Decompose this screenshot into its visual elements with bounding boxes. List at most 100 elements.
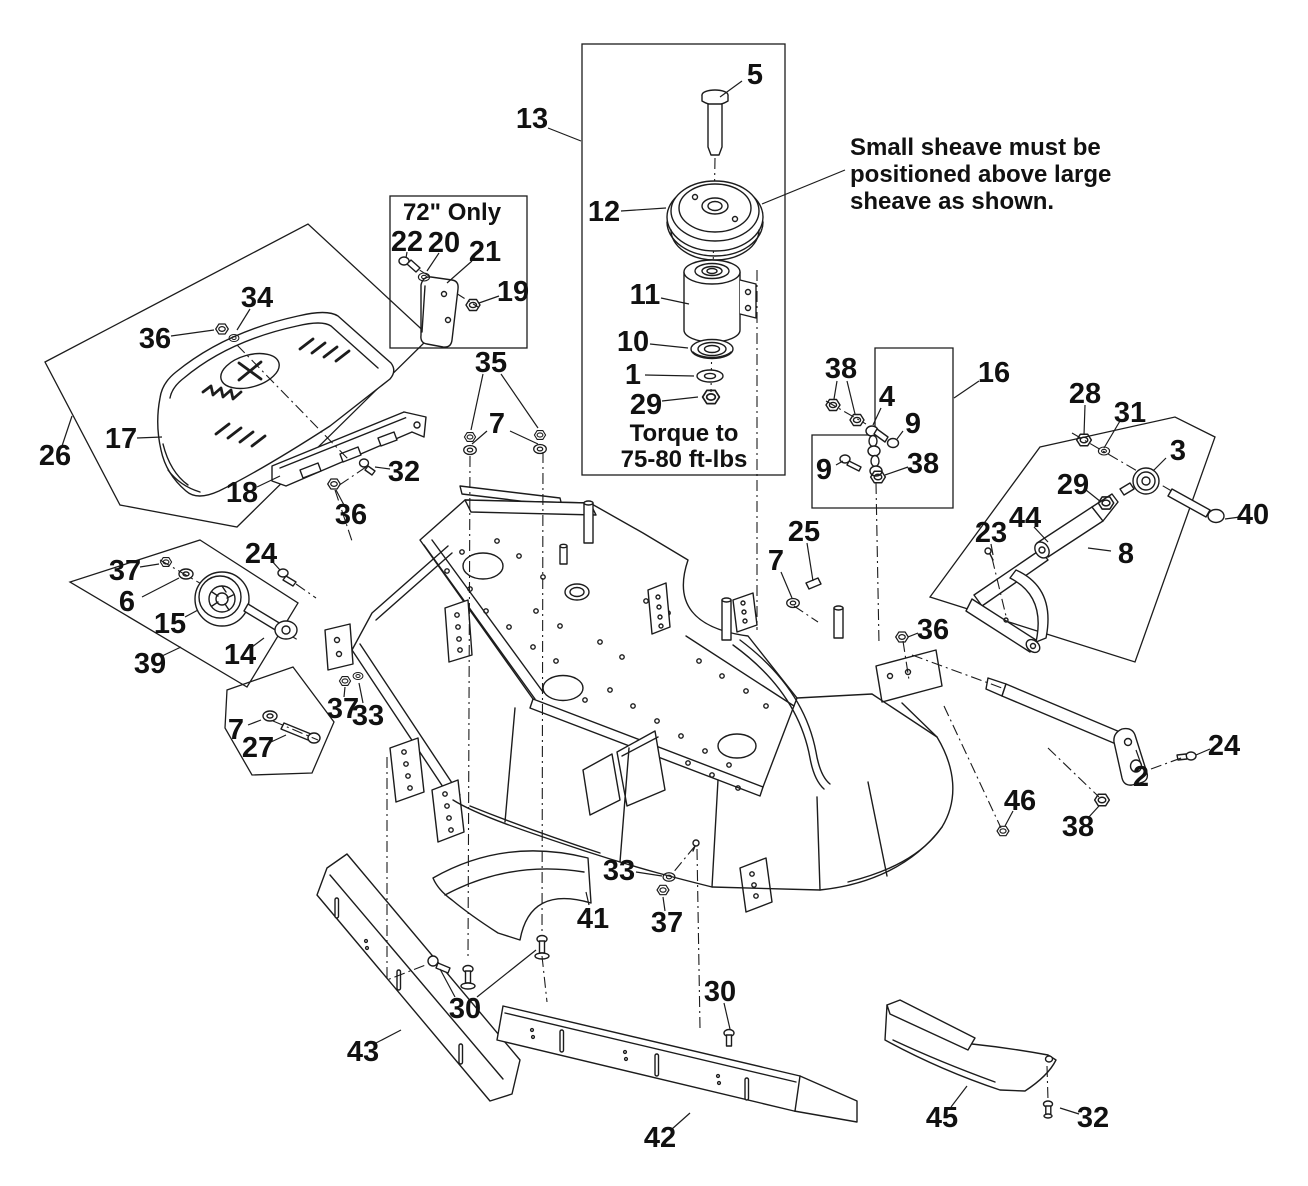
callout-9: 9: [816, 454, 832, 486]
sheave-note-line-1: Small sheave must be: [850, 134, 1101, 161]
leader-line: [907, 632, 919, 638]
discharge-chute: [432, 850, 592, 941]
leader-line: [405, 251, 408, 259]
leader-line: [953, 380, 980, 399]
leader-line: [635, 871, 663, 877]
callout-19: 19: [497, 276, 529, 308]
callout-11: 11: [630, 279, 661, 311]
leader-line: [251, 637, 265, 648]
vent-slats: [298, 337, 351, 363]
leader-line: [835, 460, 844, 466]
leader-line: [335, 489, 345, 506]
leader-line: [471, 430, 488, 445]
leader-line: [1083, 404, 1086, 436]
brand-word: [201, 384, 243, 401]
leader-line: [426, 252, 440, 272]
callout-28: 28: [1069, 378, 1101, 410]
callout-4: 4: [879, 381, 895, 413]
bearing: [690, 338, 734, 360]
vent-slats: [214, 422, 267, 448]
leader-line: [872, 407, 882, 426]
callout-7: 7: [228, 714, 244, 746]
callout-25: 25: [788, 516, 820, 548]
leader-line: [833, 380, 838, 400]
callout-38: 38: [1062, 811, 1094, 843]
leader-line: [509, 430, 539, 445]
idler-arm: [965, 467, 1160, 786]
trim-cover: [884, 999, 1057, 1092]
callout-22: 22: [391, 226, 423, 258]
leader-line: [662, 896, 666, 912]
leader-line: [446, 260, 473, 284]
spindle-housing: [683, 259, 757, 343]
detail-box-13: [581, 43, 786, 476]
leader-line: [141, 577, 180, 598]
leader-line: [896, 430, 904, 440]
region-39: [68, 539, 299, 688]
leader-line: [585, 891, 590, 906]
leader-line: [270, 734, 287, 743]
callout-7: 7: [489, 408, 505, 440]
construction-lines-over: [236, 270, 1185, 1101]
callout-37: 37: [327, 693, 359, 725]
leader-line: [780, 571, 793, 599]
leader-line: [846, 380, 856, 415]
leader-line: [1224, 516, 1241, 520]
leader-line: [1004, 810, 1014, 827]
leader-line: [1033, 526, 1049, 543]
callout-5: 5: [747, 59, 763, 91]
cover-support: [271, 411, 427, 487]
leader-line: [236, 308, 251, 331]
baffles: [316, 853, 858, 1123]
spindle-assembly: [666, 89, 764, 383]
leader-line: [184, 609, 199, 618]
x-logo-icon: [237, 360, 263, 382]
leader-line: [1059, 1107, 1080, 1115]
callout-12: 12: [588, 196, 620, 228]
region-outlines: [44, 43, 1216, 776]
callout-23: 23: [975, 517, 1007, 549]
callout-14: 14: [224, 639, 256, 671]
callout-37: 37: [651, 907, 683, 939]
leader-line: [374, 466, 391, 470]
leader-line: [61, 415, 73, 447]
screw: [427, 955, 439, 967]
callout-30: 30: [704, 976, 736, 1008]
leader-line: [1087, 547, 1112, 552]
leader-line: [1135, 749, 1142, 765]
torque-note-line-1: Torque to: [630, 420, 739, 447]
leader-line: [139, 563, 160, 568]
deck-top-plate: [419, 499, 798, 788]
callout-37: 37: [109, 555, 141, 587]
leader-line: [1103, 420, 1121, 449]
callout-8: 8: [1118, 538, 1134, 570]
leader-line: [723, 1002, 731, 1030]
callout-2: 2: [1133, 761, 1149, 793]
callout-24: 24: [1208, 730, 1240, 762]
notes-layer: 72" Only Small sheave must bepositioned …: [403, 134, 1111, 473]
callout-18: 18: [226, 477, 258, 509]
callout-33: 33: [603, 855, 635, 887]
leader-line: [270, 559, 281, 571]
callout-24: 24: [245, 538, 277, 570]
callout-32: 32: [388, 456, 420, 488]
bolt: [277, 568, 289, 578]
sheave-note-line-2: positioned above large: [850, 161, 1111, 188]
callout-17: 17: [105, 423, 137, 455]
callout-45: 45: [926, 1102, 958, 1134]
region-26: [44, 223, 431, 528]
callout-3: 3: [1170, 435, 1186, 467]
callout-20: 20: [428, 227, 460, 259]
callout-39: 39: [134, 648, 166, 680]
callout-9: 9: [905, 408, 921, 440]
caster-wheel: [194, 571, 298, 640]
leader-line: [806, 542, 814, 582]
leader-line: [375, 1029, 402, 1044]
mount-plate: [420, 276, 459, 348]
bolt: [1167, 488, 1211, 518]
callout-10: 10: [617, 326, 649, 358]
leader-line: [990, 543, 994, 556]
